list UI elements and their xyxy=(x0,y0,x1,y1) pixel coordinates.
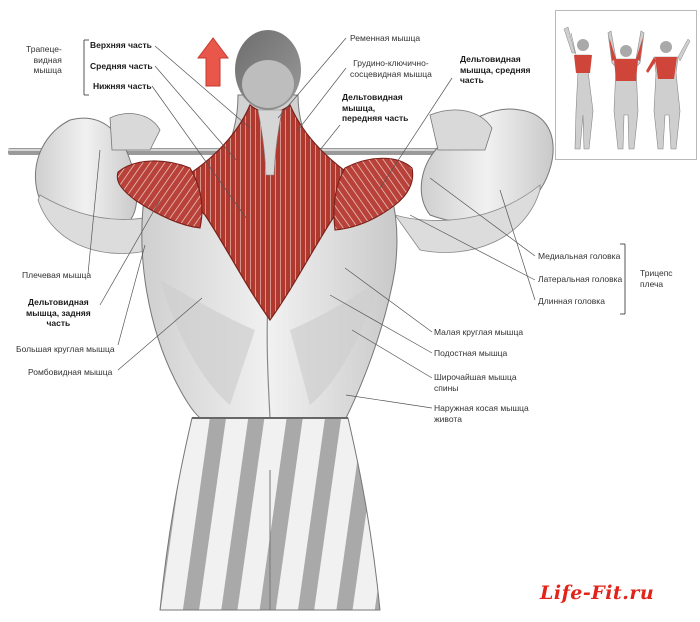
mini-figure-right xyxy=(646,38,691,150)
label-trapezius-lower: Нижняя часть xyxy=(93,81,152,91)
mini-figure-center xyxy=(607,30,645,150)
label-sternocleidomastoid: Грудино-ключично- сосцевидная мышца xyxy=(350,58,432,79)
label-triceps-long: Длинная головка xyxy=(538,296,605,306)
trapezius-bracket xyxy=(83,39,89,96)
rear-deltoid-left xyxy=(116,160,203,229)
label-splenius: Ременная мышца xyxy=(350,33,421,43)
label-triceps: Трицепс плеча xyxy=(640,268,673,289)
label-external-oblique: Наружная косая мышца живота xyxy=(434,403,529,424)
up-arrow-icon xyxy=(197,37,229,87)
label-trapezius-middle: Средняя часть xyxy=(90,61,153,71)
site-watermark: Life-Fit.ru xyxy=(540,582,655,604)
mini-figure-left xyxy=(563,26,594,150)
striped-shorts xyxy=(159,417,381,611)
label-teres-major: Большая круглая мышца xyxy=(16,344,115,354)
leader-lines xyxy=(87,37,536,409)
label-teres-minor: Малая круглая мышца xyxy=(434,327,524,337)
label-rhomboid: Ромбовидная мышца xyxy=(28,367,113,377)
muscle-figures-thumbnail xyxy=(555,10,697,160)
label-triceps-lateral: Латеральная головка xyxy=(538,274,623,284)
label-triceps-medial: Медиальная головка xyxy=(538,251,621,261)
label-deltoid-front: Дельтовидная мышца, передняя часть xyxy=(342,92,409,123)
triceps-bracket xyxy=(620,243,626,315)
label-trapezius-upper: Верхняя часть xyxy=(90,40,152,50)
label-latissimus: Широчайшая мышца спины xyxy=(434,372,517,393)
label-brachialis: Плечевая мышца xyxy=(22,270,92,280)
rear-deltoid-right xyxy=(333,157,414,231)
label-deltoid-rear: Дельтовидная мышца, задняя часть xyxy=(26,297,91,328)
label-infraspinatus: Подостная мышца xyxy=(434,348,508,358)
label-deltoid-middle: Дельтовидная мышца, средняя часть xyxy=(460,54,531,85)
label-trapezius: Трапеце- видная мышца xyxy=(26,44,62,75)
